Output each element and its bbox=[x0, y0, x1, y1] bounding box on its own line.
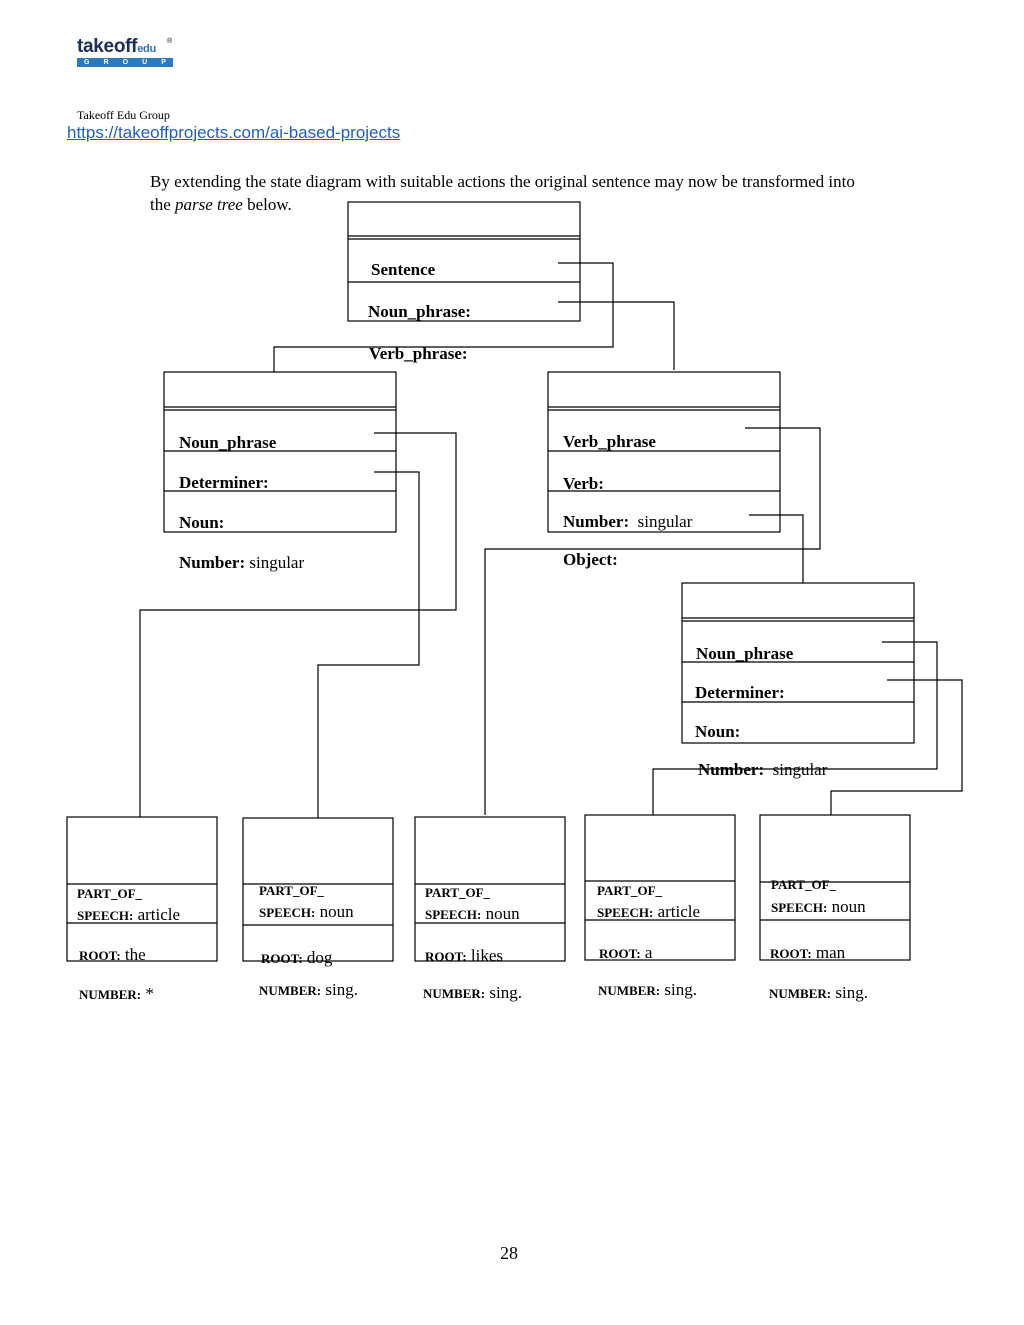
subject-np-title: Noun_phrase bbox=[179, 433, 277, 452]
leaf-1-pos: SPEECH: article bbox=[77, 905, 181, 924]
leaf-4-pos: SPEECH: article bbox=[597, 902, 701, 921]
leaf-2-pos: SPEECH: noun bbox=[259, 902, 354, 921]
leaf-1-number: NUMBER: * bbox=[79, 984, 154, 1003]
leaf-4-number: NUMBER: sing. bbox=[598, 980, 697, 999]
leaf-5-pos-label: PART_OF_ bbox=[771, 877, 837, 892]
leaf-2-root: ROOT: dog bbox=[261, 948, 333, 967]
sentence-title: Sentence bbox=[371, 260, 436, 279]
leaf-1-pos-label: PART_OF_ bbox=[77, 886, 143, 901]
subject-np-noun: Noun: bbox=[179, 513, 225, 532]
object-np-number: Number: singular bbox=[698, 760, 828, 779]
vp-box bbox=[547, 371, 781, 533]
sentence-box bbox=[347, 201, 581, 322]
subject-np-box bbox=[163, 371, 397, 533]
page-number: 28 bbox=[500, 1243, 518, 1263]
logo-wordmark: takeoffedu bbox=[77, 36, 156, 57]
subject-np-number: Number: singular bbox=[179, 553, 305, 572]
leaf-4-pos-label: PART_OF_ bbox=[597, 883, 663, 898]
vp-number: Number: singular bbox=[563, 512, 693, 531]
sentence-noun-phrase: Noun_phrase: bbox=[368, 302, 471, 321]
leaf-5-pos: SPEECH: noun bbox=[771, 897, 866, 916]
leaf-1-root: ROOT: the bbox=[79, 945, 146, 964]
leaf-3-pos: SPEECH: noun bbox=[425, 904, 520, 923]
vp-object: Object: bbox=[563, 550, 618, 569]
subject-np-determiner: Determiner: bbox=[179, 473, 269, 492]
leaf-5-root: ROOT: man bbox=[770, 943, 846, 962]
leaf-4-root: ROOT: a bbox=[599, 943, 653, 962]
sentence-verb-phrase: Verb_phrase: bbox=[369, 344, 468, 363]
org-name: Takeoff Edu Group bbox=[77, 108, 170, 122]
object-np-title: Noun_phrase bbox=[696, 644, 794, 663]
vp-verb: Verb: bbox=[563, 474, 604, 493]
vp-title: Verb_phrase bbox=[563, 432, 656, 451]
object-np-determiner: Determiner: bbox=[695, 683, 785, 702]
leaf-3-pos-label: PART_OF_ bbox=[425, 885, 491, 900]
object-np-noun: Noun: bbox=[695, 722, 741, 741]
leaf-3-root: ROOT: likes bbox=[425, 946, 504, 965]
website-link[interactable]: https://takeoffprojects.com/ai-based-pro… bbox=[67, 123, 401, 142]
leaf-2-pos-label: PART_OF_ bbox=[259, 883, 325, 898]
leaf-3-number: NUMBER: sing. bbox=[423, 983, 522, 1002]
registered-mark: ® bbox=[167, 38, 173, 45]
intro-paragraph: By extending the state diagram with suit… bbox=[150, 172, 855, 214]
object-np-box bbox=[681, 582, 915, 744]
leaf-5-number: NUMBER: sing. bbox=[769, 983, 868, 1002]
leaf-2-number: NUMBER: sing. bbox=[259, 980, 358, 999]
